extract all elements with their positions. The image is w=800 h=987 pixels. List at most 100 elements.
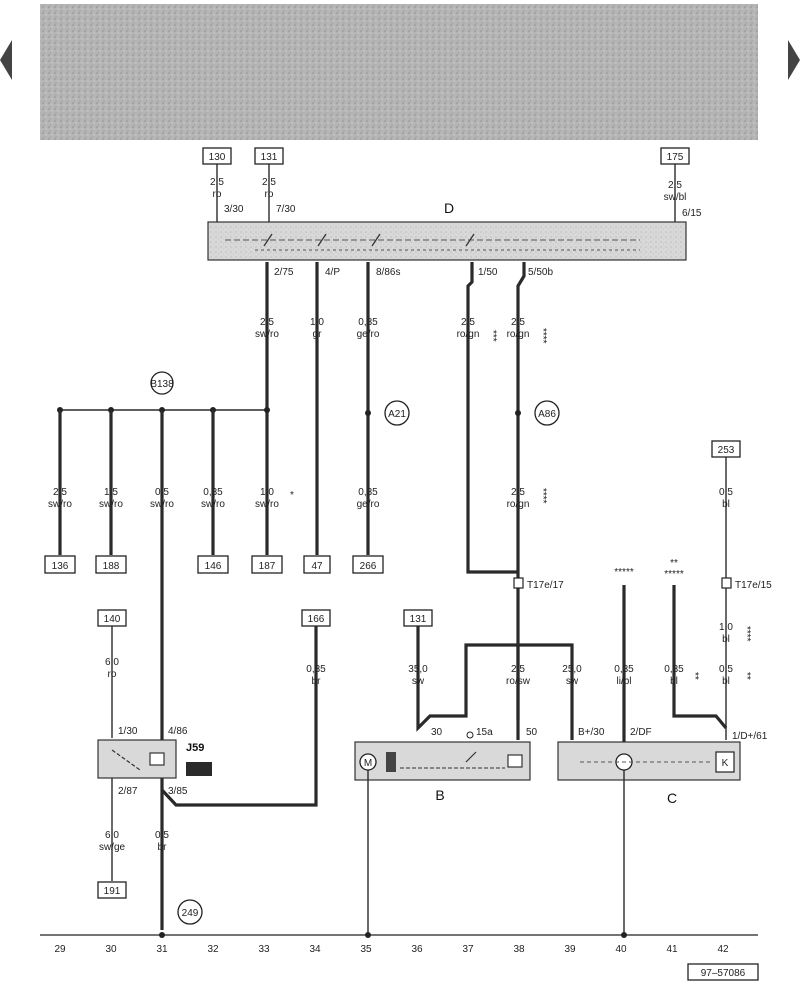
svg-text:191: 191 (104, 886, 121, 897)
svg-text:97–57086: 97–57086 (701, 968, 746, 979)
wire-color: sw (566, 676, 579, 687)
ref-box-191: 191 (97, 881, 127, 899)
wire-color: sw/ge (99, 842, 126, 853)
svg-text:31: 31 (156, 944, 168, 955)
svg-text:B: B (435, 787, 444, 803)
wire-size: 1,5 (104, 487, 118, 498)
svg-text:36: 36 (411, 944, 423, 955)
wire-color: ro/gn (507, 329, 530, 340)
pin-label: 2/87 (118, 786, 138, 797)
diagram-id: 97–57086 (687, 963, 759, 981)
wire-color: sw/ro (48, 499, 72, 510)
triangle-left-icon[interactable] (0, 40, 12, 80)
pin-label: 4/86 (168, 726, 188, 737)
wire-size: 2,5 (53, 487, 67, 498)
svg-text:249: 249 (182, 908, 199, 919)
svg-text:146: 146 (205, 561, 222, 572)
pin-label: 5/50b (528, 267, 553, 278)
wire-color: sw/bl (664, 192, 687, 203)
wire-size: 25,0 (562, 664, 582, 675)
wire-color: ro/sw (506, 676, 531, 687)
svg-text:40: 40 (615, 944, 627, 955)
svg-text:266: 266 (360, 561, 377, 572)
pin-label: 2/75 (274, 267, 294, 278)
wire-color: bl (722, 499, 730, 510)
marker: *** (487, 330, 498, 342)
svg-text:34: 34 (309, 944, 321, 955)
svg-text:30: 30 (105, 944, 117, 955)
wire-size: 1,0 (719, 622, 733, 633)
svg-text:35: 35 (360, 944, 372, 955)
svg-text:D: D (444, 200, 454, 216)
marker: **** (741, 626, 752, 642)
svg-text:130: 130 (209, 152, 226, 163)
marker: ** (670, 558, 678, 569)
wire-size: 2,5 (461, 317, 475, 328)
triangle-right-icon[interactable] (788, 40, 800, 80)
pin-label: 8/86s (376, 267, 400, 278)
pin-label: 6/15 (682, 208, 702, 219)
svg-text:29: 29 (54, 944, 66, 955)
wire-color: ge/ro (357, 329, 380, 340)
svg-text:39: 39 (564, 944, 576, 955)
svg-text:253: 253 (718, 445, 735, 456)
wire-size: 0,35 (203, 487, 223, 498)
svg-text:166: 166 (308, 614, 325, 625)
svg-text:131: 131 (410, 614, 427, 625)
ref-box-130: 130 (202, 147, 232, 165)
wire-size: 2,5 (210, 177, 224, 188)
wire-color: ro/gn (457, 329, 480, 340)
wire-color: sw/ro (150, 499, 174, 510)
svg-text:140: 140 (104, 614, 121, 625)
pin-label: 50 (526, 727, 538, 738)
marker: ***** (614, 567, 634, 578)
wire-color: bl (722, 676, 730, 687)
ref-box-188: 188 (95, 555, 127, 574)
pin-label: 1/D+/61 (732, 731, 768, 742)
svg-text:41: 41 (666, 944, 678, 955)
connector-a86: A86 (515, 400, 560, 426)
svg-text:33: 33 (258, 944, 270, 955)
svg-text:K: K (722, 758, 729, 769)
wire-color: bl (670, 676, 678, 687)
wire-size: 0,35 (664, 664, 684, 675)
wire-size: 2,5 (260, 317, 274, 328)
ref-box-166: 166 (301, 609, 331, 627)
pin-label: 7/30 (276, 204, 296, 215)
svg-text:T17e/17: T17e/17 (527, 580, 564, 591)
pin-label: 1/50 (478, 267, 498, 278)
svg-text:47: 47 (311, 561, 323, 572)
wire-color: sw/ro (201, 499, 225, 510)
marker: ** (741, 672, 752, 680)
ref-box-266: 266 (352, 555, 384, 574)
svg-text:C: C (667, 790, 677, 806)
wire-size: 2,5 (511, 664, 525, 675)
ref-box-131: 131 (254, 147, 284, 165)
pin-label: B+/30 (578, 727, 605, 738)
component-d: D (207, 200, 687, 261)
svg-text:32: 32 (207, 944, 219, 955)
header-band (40, 4, 758, 140)
pin-label: 15a (476, 727, 493, 738)
ref-box-146: 146 (197, 555, 229, 574)
wire-color: br (158, 842, 168, 853)
svg-text:188: 188 (103, 561, 120, 572)
wire-color: sw (412, 676, 425, 687)
wire-size: 6,0 (105, 830, 119, 841)
svg-text:A86: A86 (538, 409, 556, 420)
svg-text:T17e/15: T17e/15 (735, 580, 772, 591)
connector-a21: A21 (365, 400, 410, 426)
connector-249: 249 (177, 899, 203, 925)
wire-size: 0,35 (358, 317, 378, 328)
wire-color: ro (108, 669, 117, 680)
wire-size: 0,5 (719, 664, 733, 675)
wire-color: ro/gn (507, 499, 530, 510)
svg-text:42: 42 (717, 944, 729, 955)
wire-size: 1,0 (310, 317, 324, 328)
connector-b138: B138 (150, 371, 174, 395)
wire-color: ge/ro (357, 499, 380, 510)
wire-color: sw/ro (255, 499, 279, 510)
pin-label: 3/85 (168, 786, 188, 797)
wire-size: 6,0 (105, 657, 119, 668)
pin-label: 2/DF (630, 727, 652, 738)
